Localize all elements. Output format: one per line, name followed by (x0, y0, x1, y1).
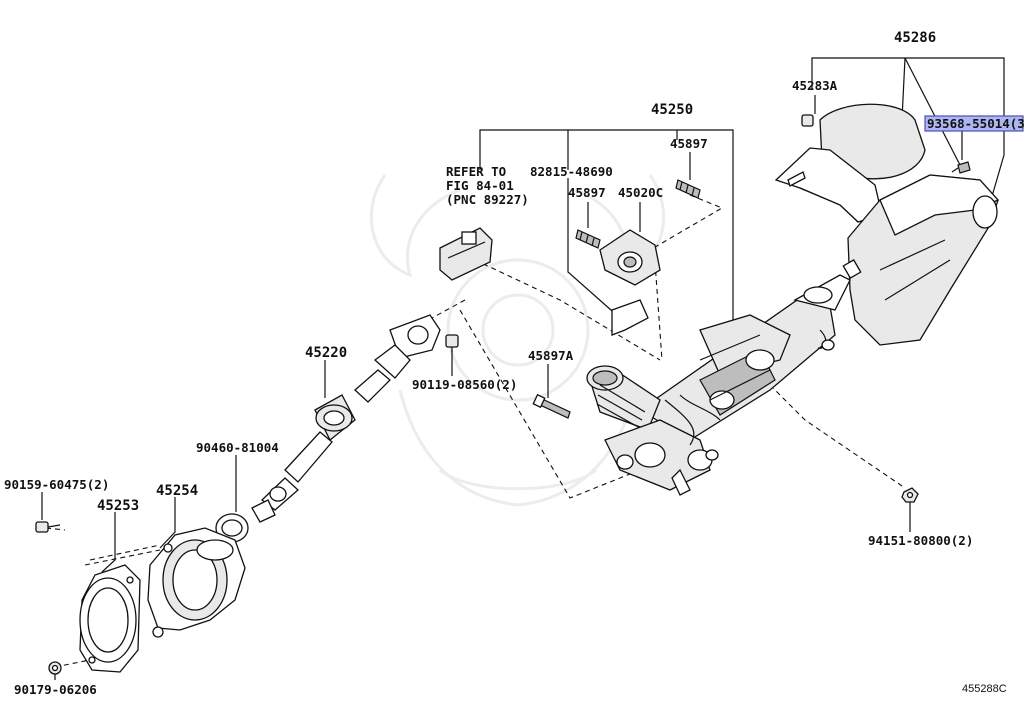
diagram-id: 455288C (962, 683, 1007, 695)
label-45220[interactable]: 45220 (305, 345, 347, 361)
label-93568[interactable]: 93568-55014(3) (927, 116, 1024, 131)
label-45253[interactable]: 45253 (97, 498, 139, 514)
label-refer-line3: (PNC 89227) (446, 192, 529, 207)
upper-column-cover (774, 103, 926, 223)
part-45220-intermediate-shaft (251, 314, 441, 523)
label-45897a[interactable]: 45897A (528, 348, 574, 363)
label-45250[interactable]: 45250 (651, 102, 693, 118)
leader-lines (41, 57, 1005, 680)
label-45286[interactable]: 45286 (894, 30, 936, 46)
part-90179-nut (48, 661, 62, 675)
label-90159[interactable]: 90159-60475(2) (4, 477, 109, 492)
part-90460-clamp (215, 513, 249, 543)
part-45897a-bolt (532, 393, 571, 419)
part-94151-nut (901, 487, 919, 503)
label-90179[interactable]: 90179-06206 (14, 682, 97, 697)
label-45897-top[interactable]: 45897 (670, 136, 708, 151)
part-45283a-clip (801, 114, 814, 127)
label-refer-line2: FIG 84-01 (446, 178, 514, 193)
label-94151[interactable]: 94151-80800(2) (868, 533, 973, 548)
part-45253-cover (79, 564, 141, 673)
label-45283a[interactable]: 45283A (792, 78, 838, 93)
label-82815[interactable]: 82815-48690 (530, 164, 613, 179)
part-45254-hole-cover (147, 527, 246, 638)
label-45254[interactable]: 45254 (156, 483, 198, 499)
label-45020c[interactable]: 45020C (618, 185, 663, 200)
label-90119[interactable]: 90119-08560(2) (412, 377, 517, 392)
label-refer-line1: REFER TO (446, 164, 506, 179)
part-45250-steering-column (586, 259, 862, 496)
part-82815-bracket (611, 299, 649, 336)
label-45897-mid[interactable]: 45897 (568, 185, 606, 200)
label-90460[interactable]: 90460-81004 (196, 440, 279, 455)
part-45897-pin-mid (575, 229, 601, 249)
part-refer-bracket (439, 227, 493, 281)
highlight-box-93568 (924, 115, 1024, 132)
part-45020c-lock (599, 229, 661, 286)
part-45897-pin-top (675, 179, 701, 199)
part-90119-bolt (445, 334, 459, 352)
lower-column-cover (847, 174, 1000, 346)
assembly-dashed-lines (45, 194, 906, 668)
part-93568-screw (951, 161, 971, 174)
part-90159-bolt (35, 521, 61, 533)
part-labels: 45286 45283A 93568-55014(3) 45250 REFER … (4, 30, 1024, 697)
